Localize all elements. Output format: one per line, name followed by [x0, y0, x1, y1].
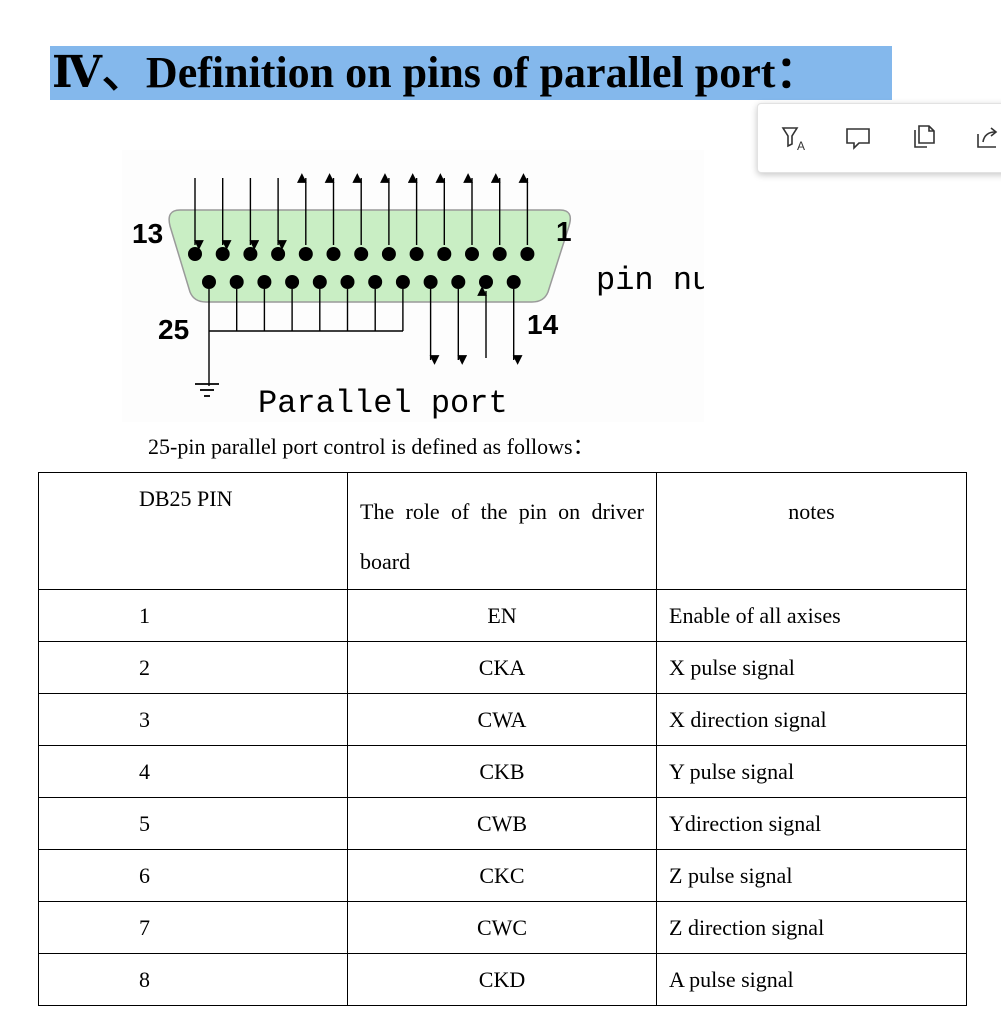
pin-dot — [409, 247, 424, 261]
pin-dot — [465, 247, 479, 261]
role-cell: CKD — [347, 953, 657, 1006]
pin-dot — [243, 247, 258, 261]
pin-dot — [423, 275, 438, 289]
parallel-port-diagram: 13 1 25 14 pin number Parallel port — [122, 150, 704, 422]
role-cell: CKC — [347, 849, 657, 902]
pin-dot — [312, 275, 327, 289]
pin-dot — [271, 247, 286, 261]
notes-cell: A pulse signal — [656, 953, 967, 1006]
role-cell: CWB — [347, 797, 657, 850]
table-row: 4 CKB Y pulse signal — [38, 745, 967, 798]
table-row: 8 CKD A pulse signal — [38, 953, 967, 1006]
pin-dot — [395, 275, 410, 289]
column-header: The role of the pin on driver board — [347, 472, 657, 590]
share-icon[interactable] — [970, 120, 1001, 156]
table-caption: 25-pin parallel port control is defined … — [148, 434, 595, 459]
notes-cell: Enable of all axises — [656, 589, 967, 642]
notes-cell: X direction signal — [656, 693, 967, 746]
notes-cell: Z direction signal — [656, 901, 967, 954]
notes-cell: X pulse signal — [656, 641, 967, 694]
table-row: 3 CWA X direction signal — [38, 693, 967, 746]
pin-dot — [520, 247, 535, 261]
pin-1-label: 1 — [556, 216, 572, 247]
role-cell: EN — [347, 589, 657, 642]
ground-icon — [195, 383, 219, 397]
table-row: 1 EN Enable of all axises — [38, 589, 967, 642]
pin-dot — [202, 275, 216, 289]
role-cell: CKA — [347, 641, 657, 694]
notes-cell: Ydirection signal — [656, 797, 967, 850]
pin-dot — [479, 275, 493, 289]
pin-dot — [340, 275, 355, 289]
table-header-row: DB25 PIN The role of the pin on driver b… — [38, 472, 967, 590]
selection-toolbar: A — [757, 103, 1001, 173]
table-row: 6 CKC Z pulse signal — [38, 849, 967, 902]
pin-14-label: 14 — [527, 309, 559, 340]
table-row: 7 CWC Z direction signal — [38, 901, 967, 954]
notes-cell: Y pulse signal — [656, 745, 967, 798]
immersive-reader-icon[interactable]: A — [776, 120, 812, 156]
pin-dot — [285, 275, 300, 289]
copy-icon[interactable] — [906, 120, 942, 156]
pin-dot — [492, 247, 507, 261]
role-cell: CWA — [347, 693, 657, 746]
role-cell: CKB — [347, 745, 657, 798]
pin-dot — [215, 247, 230, 261]
pin-cell: 3 — [38, 693, 348, 746]
pin-dot — [368, 275, 383, 289]
role-cell: CWC — [347, 901, 657, 954]
pin-definition-table: DB25 PIN The role of the pin on driver b… — [38, 472, 967, 1006]
pin-cell: 5 — [38, 797, 348, 850]
table-row: 5 CWB Ydirection signal — [38, 797, 967, 850]
pin-dot — [257, 275, 272, 289]
pin-dot — [506, 275, 521, 289]
pin-dot — [437, 247, 452, 261]
pin-dot — [354, 247, 369, 261]
pin-dot — [188, 247, 202, 261]
table-row: 2 CKA X pulse signal — [38, 641, 967, 694]
column-header: DB25 PIN — [38, 472, 348, 590]
parallel-port-label: Parallel port — [258, 385, 508, 422]
pin-dot — [229, 275, 244, 289]
pin-dot — [451, 275, 466, 289]
pin-number-label: pin number — [596, 262, 704, 299]
pin-dot — [298, 247, 313, 261]
immersive-reader-glyph: A — [797, 139, 805, 153]
pin-cell: 6 — [38, 849, 348, 902]
comment-icon[interactable] — [840, 120, 876, 156]
pin-cell: 8 — [38, 953, 348, 1006]
section-heading: Ⅳ、Definition on pins of parallel port： — [50, 46, 892, 100]
pin-cell: 1 — [38, 589, 348, 642]
column-header: notes — [656, 472, 967, 590]
pin-cell: 4 — [38, 745, 348, 798]
pin-dot — [381, 247, 396, 261]
pin-dot — [326, 247, 341, 261]
pin-13-label: 13 — [132, 218, 163, 249]
pin-cell: 2 — [38, 641, 348, 694]
pin-25-label: 25 — [158, 314, 189, 345]
notes-cell: Z pulse signal — [656, 849, 967, 902]
pin-cell: 7 — [38, 901, 348, 954]
